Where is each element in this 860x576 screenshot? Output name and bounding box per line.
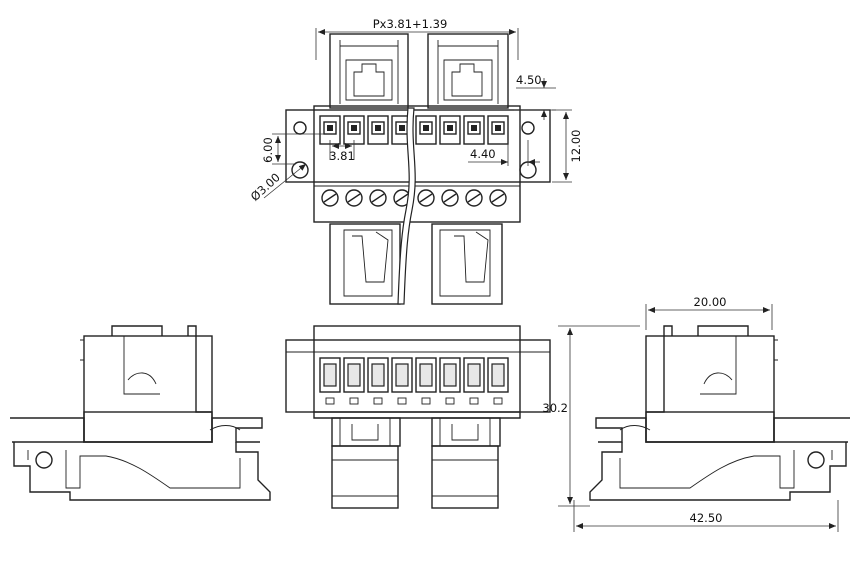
top-view-lower-housings (329, 223, 503, 305)
front-cell-8 (487, 357, 509, 405)
dim-4-50-label: 4.50 (516, 73, 542, 87)
screw-8 (489, 189, 507, 207)
front-cells (319, 357, 509, 405)
mounting-hole-small-right (521, 121, 535, 135)
pin-6 (439, 115, 461, 145)
front-cell-2 (343, 357, 365, 405)
dim-30-2: 30.2 (542, 325, 640, 507)
top-view-upper-housings (329, 33, 509, 109)
screw-1 (321, 189, 339, 207)
rail-hole-left (35, 451, 53, 469)
dim-12-00: 12.00 (552, 109, 583, 183)
mounting-hole-left (291, 161, 309, 179)
dim-4-50: 4.50 (514, 73, 556, 120)
mounting-hole-small-left (293, 121, 307, 135)
dim-12-00-label: 12.00 (569, 130, 583, 163)
dim-20-00-label: 20.00 (694, 295, 727, 309)
screw-5 (417, 189, 435, 207)
dim-pitch-formula: Px3.81+1.39 (315, 17, 519, 60)
dim-3-81: 3.81 (329, 140, 355, 163)
screw-row (314, 185, 520, 207)
screw-7 (465, 189, 483, 207)
dim-30-2-label: 30.2 (542, 401, 568, 415)
pin-1 (319, 115, 341, 145)
top-view-main-body (285, 105, 551, 223)
screw-2 (345, 189, 363, 207)
dim-6-00: 6.00 (261, 133, 324, 165)
top-view: Px3.81+1.39 4.50 12.00 4.40 3.81 (248, 17, 583, 305)
front-cell-5 (415, 357, 437, 405)
front-cell-3 (367, 357, 389, 405)
pin-row (319, 115, 509, 145)
dim-4-40-label: 4.40 (470, 147, 496, 161)
dim-42-50: 42.50 (573, 500, 839, 532)
dim-6-00-label: 6.00 (261, 137, 275, 163)
dim-pitch-formula-label: Px3.81+1.39 (373, 17, 448, 31)
dim-42-50-label: 42.50 (690, 511, 723, 525)
rail-hole-right (807, 451, 825, 469)
dim-hole: Ø3.00 (248, 163, 307, 204)
break-line (397, 107, 416, 305)
pin-3 (367, 115, 389, 145)
dim-20-00: 20.00 (645, 295, 773, 330)
front-cell-7 (463, 357, 485, 405)
front-lower-housings (331, 417, 501, 509)
pin-5 (415, 115, 437, 145)
screw-3 (369, 189, 387, 207)
dim-3-81-label: 3.81 (329, 149, 355, 163)
pin-2 (343, 115, 365, 145)
left-side-view (10, 325, 271, 501)
front-view (285, 325, 551, 509)
front-cell-1 (319, 357, 341, 405)
dim-4-40: 4.40 (468, 140, 540, 166)
front-cell-4 (391, 357, 413, 405)
pin-7 (463, 115, 485, 145)
front-cell-6 (439, 357, 461, 405)
screw-6 (441, 189, 459, 207)
pin-8 (487, 115, 509, 145)
right-side-view (589, 325, 850, 501)
